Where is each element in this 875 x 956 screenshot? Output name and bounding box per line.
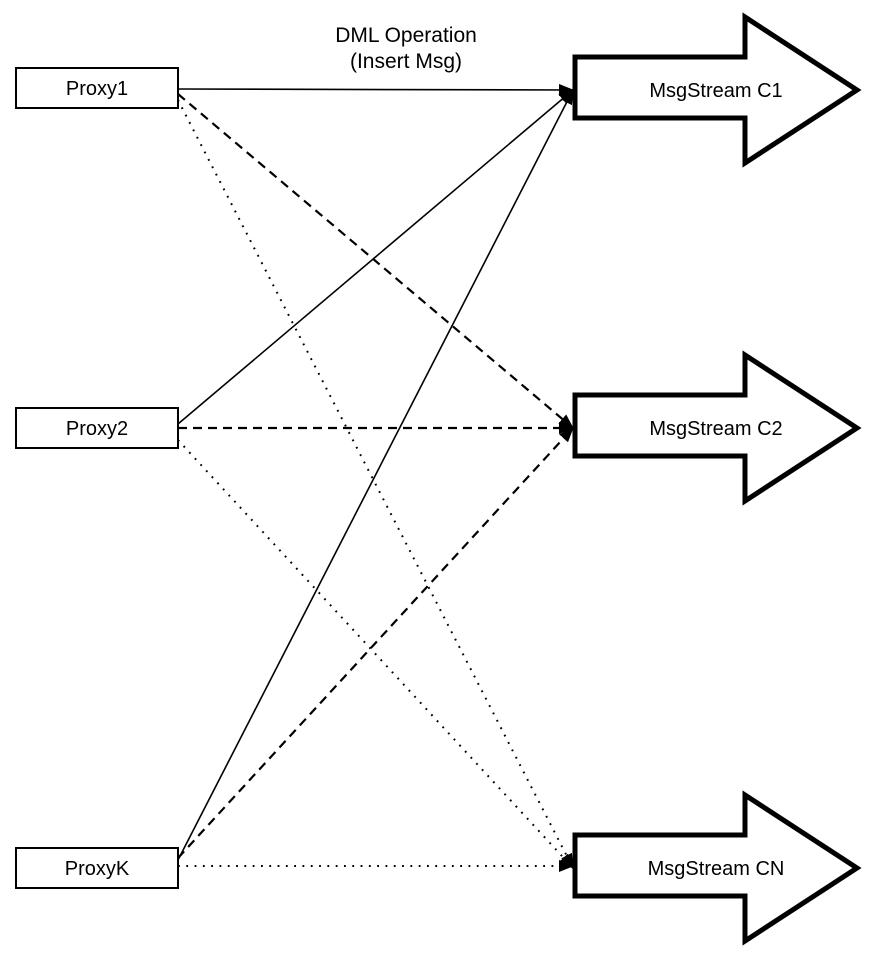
edge-proxy1-to-stream-c1 [177, 83, 574, 96]
msgstream-c1-label: MsgStream C1 [649, 80, 782, 102]
edge-caption-line1: DML Operation [335, 24, 477, 47]
proxy2-label: Proxy2 [66, 418, 128, 440]
proxyk-box [15, 847, 179, 889]
edge-proxy2-to-stream-cn [177, 439, 574, 869]
node-proxy2: Proxy2 [15, 407, 179, 449]
edge-caption: DML Operation (Insert Msg) [335, 24, 477, 73]
msgstream-cn-arrow-shape [572, 790, 862, 946]
msgstream-cn-label: MsgStream CN [648, 858, 785, 880]
node-msgstream-c2: MsgStream C2 [572, 350, 862, 506]
edge-caption-line2: (Insert Msg) [350, 50, 462, 73]
edge-proxy1-to-stream-c2 [177, 93, 574, 429]
edge-proxyk-to-stream-c1 [177, 89, 574, 861]
msgstream-c2-arrow-shape [572, 350, 862, 506]
msgstream-c2-label: MsgStream C2 [649, 418, 782, 440]
proxyk-label: ProxyK [65, 858, 130, 880]
node-proxyk: ProxyK [15, 847, 179, 889]
node-msgstream-c1: MsgStream C1 [572, 12, 862, 168]
proxy1-label: Proxy1 [66, 78, 128, 100]
node-msgstream-cn: MsgStream CN [572, 790, 862, 946]
node-proxy1: Proxy1 [15, 67, 179, 109]
edges-group [177, 83, 574, 872]
edge-proxy2-to-stream-c1 [177, 89, 574, 425]
edge-proxy1-to-stream-cn [177, 99, 574, 869]
msgstream-c1-arrow-shape [572, 12, 862, 168]
proxy2-box [15, 407, 179, 449]
proxy1-box [15, 67, 179, 109]
edge-proxyk-to-stream-c2 [177, 427, 574, 859]
